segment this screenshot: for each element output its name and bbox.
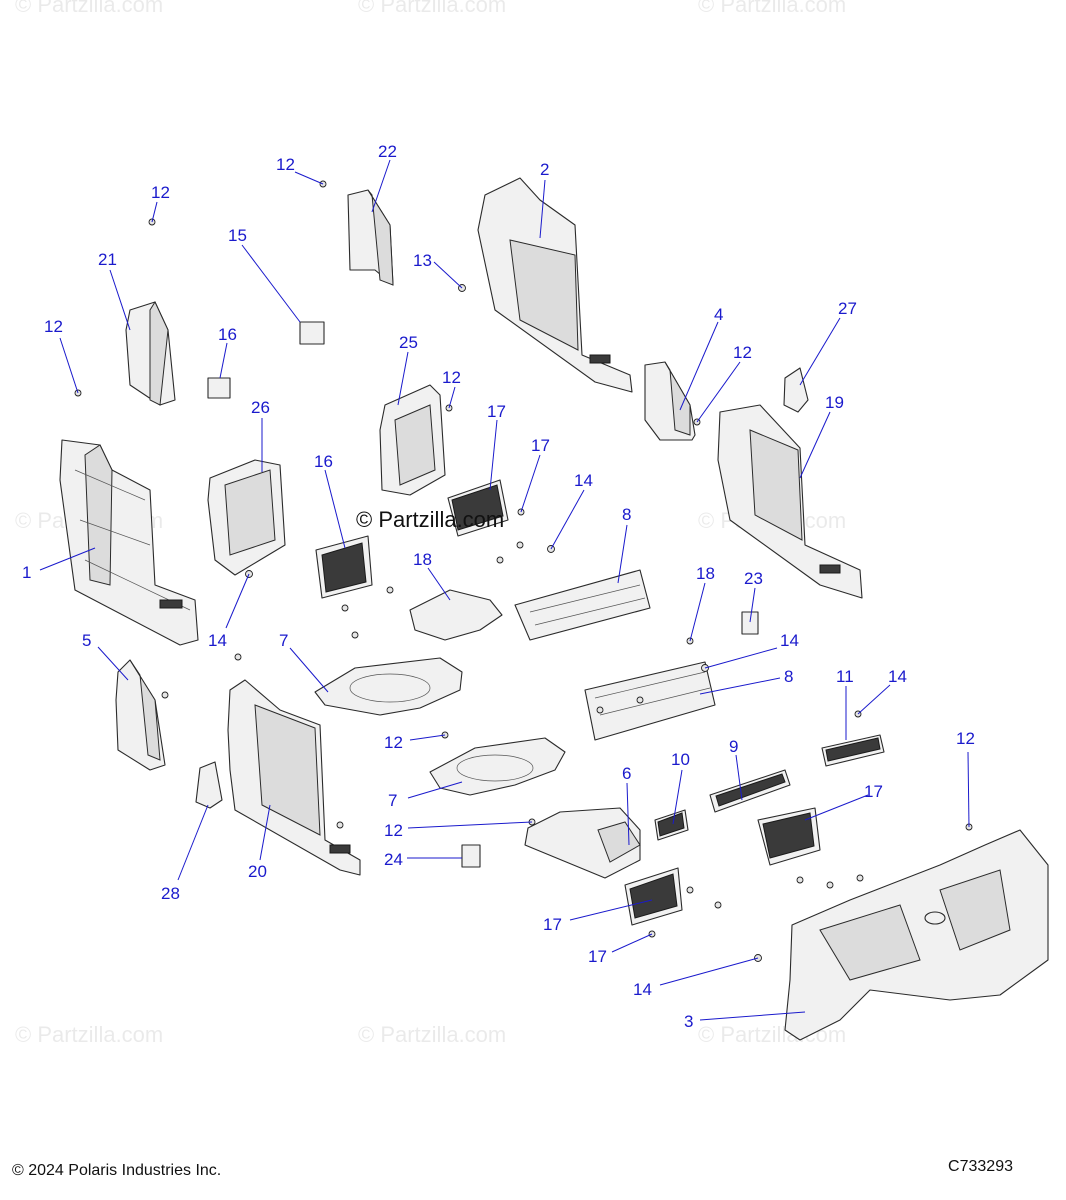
part-7-plate (429, 737, 566, 796)
part-28-panel (207, 459, 286, 576)
callout-labels: 1 2 3 4 5 6 7 7 8 8 9 10 11 12 12 12 12 … (22, 142, 975, 1031)
part-16-clip (299, 321, 325, 345)
callout-12: 12 (44, 317, 63, 336)
callout-14: 14 (574, 471, 593, 490)
part-25-bracket (741, 611, 759, 635)
callout-27: 25 (399, 333, 418, 352)
part-17-mesh-panel (624, 867, 683, 926)
callout-23: 21 (98, 250, 117, 269)
callout-19: 18 (696, 564, 715, 583)
callout-17: 17 (487, 402, 506, 421)
watermark: © Partzilla.com (15, 1022, 163, 1047)
part-1-panel (59, 439, 199, 646)
part-30-bracket (195, 761, 223, 809)
callout-12: 12 (384, 821, 403, 840)
part-8-plate (584, 661, 716, 741)
callout-24: 22 (378, 142, 397, 161)
callout-8: 8 (784, 667, 793, 686)
part-17-mesh-panel (757, 807, 821, 866)
center-watermark: © Partzilla.com (356, 507, 504, 532)
callout-18: 17 (588, 947, 607, 966)
callout-13: 12 (384, 733, 403, 752)
callout-26: 24 (384, 850, 403, 869)
callout-20: 18 (413, 550, 432, 569)
callout-17: 17 (864, 782, 883, 801)
callout-14: 14 (780, 631, 799, 650)
callout-29: 27 (838, 299, 857, 318)
part-10-mesh (654, 809, 689, 841)
part-27-panel (379, 384, 446, 496)
callout-28: 26 (251, 398, 270, 417)
diagram-code: C733293 (948, 1158, 1013, 1175)
part-21-panel (717, 404, 863, 599)
callout-12: 12 (956, 729, 975, 748)
part-9-mesh (709, 769, 791, 813)
callout-4: 4 (714, 305, 723, 324)
part-3-firewall (784, 829, 1049, 1041)
part-26-bracket (461, 844, 481, 868)
callout-14: 13 (413, 251, 432, 270)
watermark-layer: © Partzilla.com © Partzilla.com © Partzi… (15, 0, 846, 1047)
callout-30: 28 (161, 884, 180, 903)
callout-1: 1 (22, 563, 31, 582)
callout-21: 19 (825, 393, 844, 412)
callout-9: 9 (729, 737, 738, 756)
parts-layer (59, 177, 1049, 1041)
watermark: © Partzilla.com (358, 1022, 506, 1047)
callout-6: 6 (622, 764, 631, 783)
callout-17: 17 (543, 915, 562, 934)
part-23-panel (125, 300, 176, 406)
part-8-plate (514, 569, 651, 641)
part-17-mesh-panel (447, 479, 509, 537)
callout-11: 11 (836, 667, 854, 686)
callout-16: 16 (218, 325, 237, 344)
callout-17: 16 (314, 452, 333, 471)
part-2-panel (477, 177, 633, 393)
part-24-panel (347, 189, 394, 286)
watermark: © Partzilla.com (698, 0, 846, 17)
callout-25: 23 (744, 569, 763, 588)
part-16-clip (207, 377, 231, 399)
leader-lines (39, 159, 970, 1021)
part-4-panel (644, 361, 696, 441)
callout-18: 17 (531, 436, 550, 455)
callout-12: 12 (442, 368, 461, 387)
callout-22: 20 (248, 862, 267, 881)
part-20-plate (409, 589, 503, 641)
callout-12: 12 (733, 343, 752, 362)
callout-14: 14 (208, 631, 227, 650)
callout-12: 12 (276, 155, 295, 174)
part-6-tunnel (524, 807, 641, 879)
part-5-panel (115, 659, 166, 771)
callout-7: 7 (388, 791, 397, 810)
copyright-notice: © 2024 Polaris Industries Inc. (12, 1162, 222, 1179)
callout-5: 5 (82, 631, 91, 650)
part-11-mesh (821, 734, 885, 767)
part-7-plate (314, 657, 463, 716)
watermark: © Partzilla.com (358, 0, 506, 17)
callout-14: 14 (633, 980, 652, 999)
callout-2: 2 (540, 160, 549, 179)
callout-16: 15 (228, 226, 247, 245)
callout-3: 3 (684, 1012, 693, 1031)
part-29-bracket (783, 367, 809, 413)
callout-15: 14 (888, 667, 907, 686)
watermark: © Partzilla.com (15, 0, 163, 17)
callout-8: 8 (622, 505, 631, 524)
part-17-mesh-panel (315, 535, 373, 599)
callout-12: 12 (151, 183, 170, 202)
callout-10: 10 (671, 750, 690, 769)
callout-7: 7 (279, 631, 288, 650)
part-22-panel (227, 679, 361, 876)
